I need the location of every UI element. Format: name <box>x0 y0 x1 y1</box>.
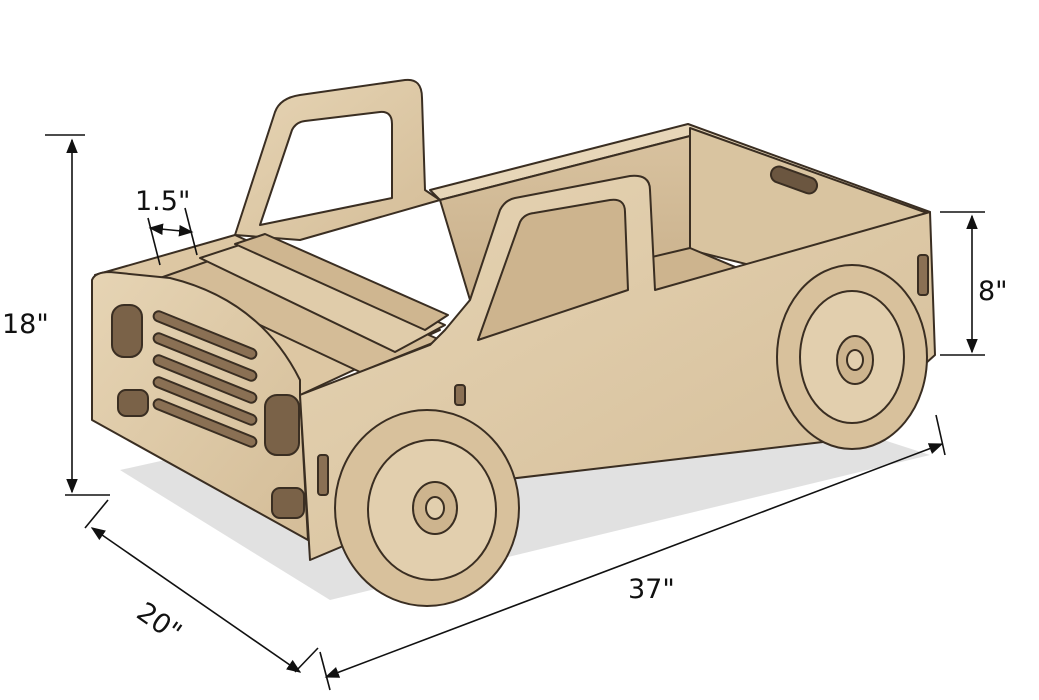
width-extension-left <box>84 499 109 529</box>
length-dimension-line <box>324 443 944 678</box>
grille-slot <box>152 376 258 426</box>
length-label: 37" <box>628 574 675 605</box>
bed-handle-slot <box>769 165 819 195</box>
slot-width-label: 1.5" <box>135 186 190 217</box>
side-height-label: 8" <box>978 276 1008 307</box>
height-label: 18" <box>2 309 49 340</box>
front-grille-panel <box>91 271 309 541</box>
cab-rear-window <box>259 110 393 226</box>
grille-slots <box>152 310 258 448</box>
grille-slot <box>152 332 258 382</box>
length-extension-right <box>935 414 946 456</box>
headlight-right <box>264 394 300 456</box>
cab-side-window <box>477 198 629 341</box>
bumper-slot-left <box>117 389 149 417</box>
front-wheel <box>334 409 520 607</box>
headlight-left <box>111 304 143 358</box>
rear-wheel <box>776 264 928 450</box>
grille-slot <box>152 354 258 404</box>
divider-slat-2 <box>199 239 446 353</box>
side-notch-rear <box>917 254 929 296</box>
side-notch-top <box>454 384 466 406</box>
slot-dimension-line <box>148 223 194 237</box>
divider-slat-3 <box>234 233 449 331</box>
grille-slot <box>152 398 258 448</box>
length-extension-left <box>319 651 331 691</box>
bumper-slot-right <box>271 487 305 519</box>
grille-slot <box>152 310 258 360</box>
width-extension-right <box>294 647 319 673</box>
width-label: 20" <box>131 597 187 649</box>
width-dimension-line <box>90 527 302 673</box>
side-notch-front <box>317 454 329 496</box>
dimension-lines <box>45 134 985 691</box>
